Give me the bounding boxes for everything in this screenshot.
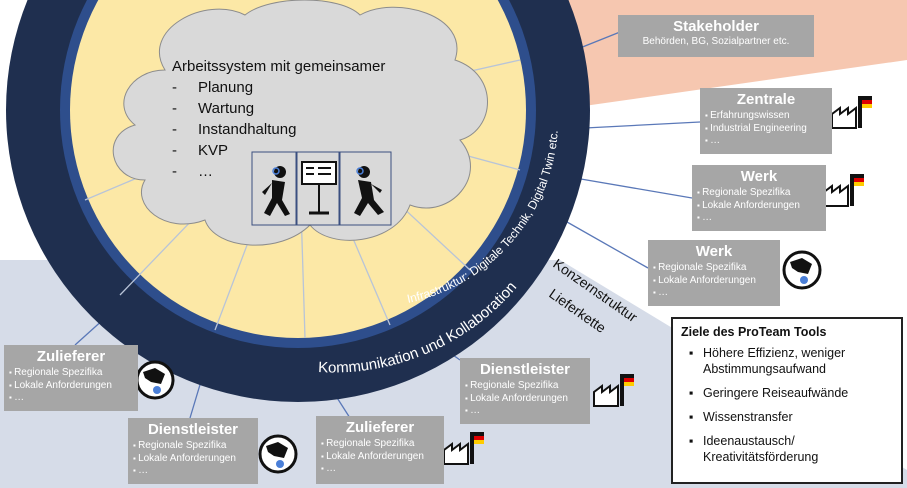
werk2-box: Werk Regionale Spezifika Lokale Anforder… [648,240,780,306]
zulieferer1-box: Zulieferer Regionale Spezifika Lokale An… [4,345,138,411]
list-item: Regionale Spezifika [465,380,585,393]
zentrale-box: Zentrale Erfahrungswissen Industrial Eng… [700,88,832,154]
list-item: Lokale Anforderungen [465,393,585,406]
workers-icon [251,151,392,226]
dienstleister1-title: Dienstleister [147,421,239,438]
list-item: … [465,405,585,418]
cloud-text: Arbeitssystem mit gemeinsamer -Planung -… [172,56,385,182]
globe-icon-dienstleister1 [258,434,298,474]
list-item: Regionale Spezifika [653,262,775,275]
list-item: Lokale Anforderungen [653,275,775,288]
zulieferer2-title: Zulieferer [345,419,415,436]
cloud-item: -Planung [172,79,254,96]
goal-item: Wissenstransfer [689,409,893,425]
list-item: Regionale Spezifika [697,187,821,200]
list-item: … [697,212,821,225]
globe-icon-werk2 [782,250,822,290]
dienstleister2-title: Dienstleister [479,361,571,378]
list-item: Lokale Anforderungen [321,451,439,464]
list-item: Erfahrungswissen [705,110,827,123]
cloud-title: Arbeitssystem mit gemeinsamer [172,58,386,75]
stakeholder-box: Stakeholder Behörden, BG, Sozialpartner … [618,15,814,57]
goals-box: Ziele des ProTeam Tools Höhere Effizienz… [671,317,903,484]
cloud-shape [112,0,488,246]
list-item: … [133,465,253,478]
goal-item: Geringere Reiseaufwände [689,385,893,401]
goal-item: Höhere Effizienz, weniger Abstimmungsauf… [689,345,893,377]
cloud-item: -KVP [172,142,229,159]
factory-icon-werk1 [823,174,864,207]
zulieferer1-title: Zulieferer [36,348,106,365]
list-item: Lokale Anforderungen [697,200,821,213]
list-item: Regionale Spezifika [321,438,439,451]
goal-item: Ideenaustausch/ Kreativitätsförderung [689,433,893,465]
list-item: Industrial Engineering [705,123,827,136]
list-item: Lokale Anforderungen [133,453,253,466]
list-item: Lokale Anforderungen [9,380,133,393]
list-item: … [9,392,133,405]
stakeholder-subtitle: Behörden, BG, Sozialpartner etc. [642,36,790,47]
factory-icon-dienstleister2 [593,374,634,407]
werk1-title: Werk [740,168,778,185]
zulieferer2-box: Zulieferer Regionale Spezifika Lokale An… [316,416,444,484]
factory-icon-zulieferer2 [443,432,484,465]
cloud-item: -Wartung [172,100,255,117]
goals-title: Ziele des ProTeam Tools [681,325,827,339]
factory-icon-zentrale [831,96,872,129]
dienstleister1-box: Dienstleister Regionale Spezifika Lokale… [128,418,258,484]
cloud-item: -Instandhaltung [172,121,297,138]
zentrale-title: Zentrale [736,91,796,108]
cloud-item: -… [172,163,213,180]
list-item: Regionale Spezifika [133,440,253,453]
list-item: … [653,287,775,300]
list-item: … [321,463,439,476]
werk1-box: Werk Regionale Spezifika Lokale Anforder… [692,165,826,231]
globe-icon-zulieferer1 [135,360,175,400]
stakeholder-title: Stakeholder [673,18,759,35]
list-item: Regionale Spezifika [9,367,133,380]
dienstleister2-box: Dienstleister Regionale Spezifika Lokale… [460,358,590,424]
werk2-title: Werk [695,243,733,260]
list-item: … [705,135,827,148]
